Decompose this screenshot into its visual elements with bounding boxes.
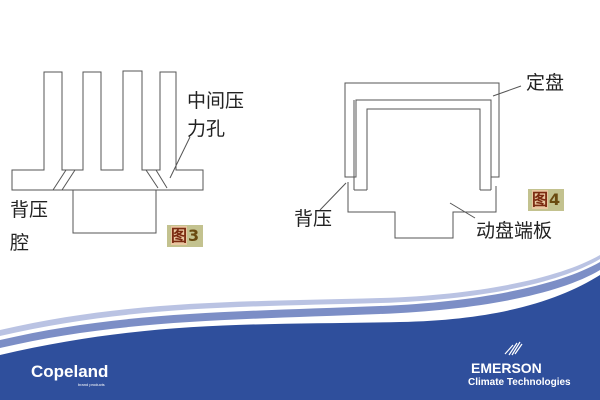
figure3-caption-char: 图 (171, 226, 188, 245)
figure3-diagram (11, 70, 204, 234)
fig3-middle-hole-label-line2: 力孔 (187, 118, 226, 140)
figure3-caption-num: 3 (188, 226, 200, 245)
figure4-caption-num: 4 (549, 190, 561, 209)
fig4-fixed-scroll-label: 定盘 (526, 72, 565, 94)
footer-wave-stripe (0, 262, 600, 348)
footer-wave-background (0, 275, 600, 400)
figure4-caption: 图4 (528, 189, 565, 211)
copeland-logo-subtitle: brand products (78, 382, 105, 387)
copeland-logo: Copeland (31, 362, 109, 381)
fig3-back-chamber-label-line1: 背压 (10, 199, 49, 221)
fig4-back-pressure-label: 背压 (294, 208, 333, 230)
emerson-logo-subtitle: Climate Technologies (468, 377, 571, 388)
figure3-caption: 图3 (167, 225, 204, 247)
fig3-back-chamber-label-line2: 腔 (10, 232, 30, 254)
fig3-middle-hole-label-line1: 中间压 (187, 90, 245, 112)
emerson-logo: EMERSON (471, 360, 542, 376)
fig4-orbiting-plate-label: 动盘端板 (476, 220, 553, 242)
figure4-diagram (319, 82, 522, 239)
figure4-caption-char: 图 (532, 190, 549, 209)
